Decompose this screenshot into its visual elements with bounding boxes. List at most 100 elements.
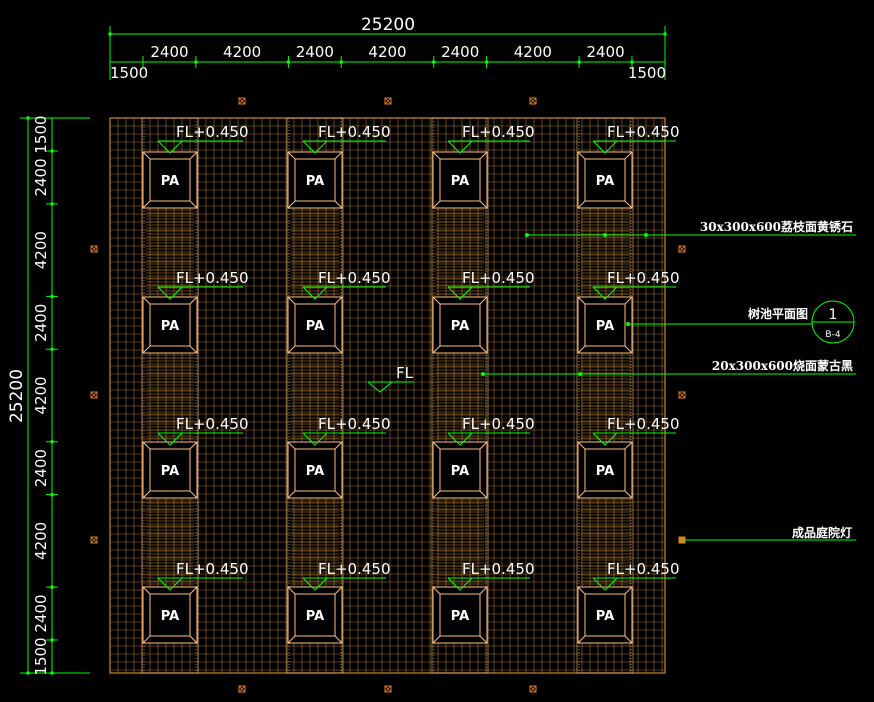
tree-pit-corner [624, 490, 633, 499]
level-label: FL+0.450 [318, 123, 391, 141]
dim-dot [50, 202, 54, 206]
tree-pit: PA [577, 441, 633, 499]
planter-label: PA [161, 319, 179, 334]
tree-pit-inner-frame [294, 593, 336, 637]
tree-pit: PA [287, 441, 343, 499]
tree-pit-corner [479, 586, 488, 595]
tree-pit-corner [432, 151, 441, 160]
tree-pit-corner [189, 200, 198, 209]
detail-sheet: B-4 [825, 330, 840, 340]
planter-label: PA [451, 174, 469, 189]
connector-hatch [581, 354, 629, 440]
tree-pit-corner [624, 586, 633, 595]
level-label: FL+0.450 [462, 560, 535, 578]
level-marker: FL+0.450 [157, 123, 249, 154]
garden-lamp-icon [678, 391, 686, 399]
planting-strip [141, 117, 199, 674]
tree-pit-corner [577, 490, 586, 499]
lamp-square [529, 97, 537, 105]
tree-pit-corner [334, 441, 343, 450]
tree-pit: PA [577, 296, 633, 354]
dim-dot [26, 116, 30, 120]
tree-pit-corner [577, 151, 586, 160]
top-end-dimension-right: 1500 [628, 64, 666, 82]
tree-pit-corner [287, 200, 296, 209]
top-segment-dimension: 4200 [368, 43, 406, 61]
dim-dot [50, 671, 54, 675]
tree-pit-corner [624, 635, 633, 644]
tree-pit-corner [479, 151, 488, 160]
level-marker: FL+0.450 [592, 123, 680, 154]
tree-pit: PA [577, 586, 633, 644]
planting-strip [286, 117, 344, 674]
tree-pit-corner [577, 200, 586, 209]
level-triangle [302, 432, 328, 446]
garden-lamp-icon [90, 391, 98, 399]
connector-hatch [436, 354, 484, 440]
tree-pit-corner [189, 490, 198, 499]
tree-pit-inner-frame [294, 158, 336, 202]
tree-pit: PA [142, 296, 198, 354]
tree-pit-corner [189, 635, 198, 644]
dim-dot [50, 585, 54, 589]
dim-dot [339, 60, 344, 64]
callout-stone-mongolia-black: 20x300x600烧面蒙古黑 [712, 358, 853, 373]
tree-pit-inner-frame [294, 448, 336, 492]
tree-pit-inner-frame [439, 448, 481, 492]
garden-lamp-icon [529, 685, 537, 693]
tree-pit-corner [142, 441, 151, 450]
connector-hatch [436, 499, 484, 585]
top-end-dimension-left: 1500 [110, 64, 148, 82]
tree-pit-corner [624, 345, 633, 354]
left-segment-dimension: 4200 [32, 522, 50, 560]
planter-label: PA [161, 609, 179, 624]
garden-lamp-icon [384, 97, 392, 105]
tree-pit-corner [479, 296, 488, 305]
planter-label: PA [451, 319, 469, 334]
lamp-square [384, 97, 392, 105]
level-label: FL+0.450 [318, 269, 391, 287]
dim-dot [431, 60, 436, 64]
dim-dot [50, 492, 54, 497]
level-marker: FL+0.450 [447, 560, 535, 591]
dim-dot [108, 32, 112, 36]
lamp-cross [238, 685, 246, 693]
top-segment-dimension: 4200 [514, 43, 552, 61]
tree-pit-corner [287, 296, 296, 305]
tree-pit-inner-frame [584, 158, 626, 202]
tree-pit-corner [142, 586, 151, 595]
dim-dot [50, 439, 54, 444]
garden-lamp-icon [238, 685, 246, 693]
tree-pit-corner [577, 345, 586, 354]
connector-hatch [291, 209, 339, 295]
dim-dot [286, 60, 291, 64]
planter-label: PA [306, 319, 324, 334]
lamp-square [678, 391, 686, 399]
planter-label: PA [596, 464, 614, 479]
level-marker: FL+0.450 [157, 269, 249, 300]
tree-pit-corner [624, 296, 633, 305]
level-marker: FL+0.450 [302, 269, 391, 300]
level-triangle [447, 577, 473, 591]
top-segment-dimension: 2400 [441, 43, 479, 61]
tree-pit: PA [287, 586, 343, 644]
level-triangle [302, 286, 328, 300]
tree-pit: PA [432, 441, 488, 499]
dim-dot [50, 149, 54, 153]
tree-pit-corner [432, 345, 441, 354]
dim-dot [194, 60, 198, 64]
tree-pit-inner-frame [584, 448, 626, 492]
tree-pit-corner [432, 586, 441, 595]
tree-pit-corner [334, 635, 343, 644]
dim-dot [630, 60, 634, 64]
tree-pit-corner [334, 296, 343, 305]
level-marker: FL+0.450 [592, 415, 680, 446]
lamp-cross [678, 245, 686, 253]
tree-pit-corner [479, 441, 488, 450]
planter-label: PA [596, 174, 614, 189]
garden-lamp-icon [384, 685, 392, 693]
level-triangle [302, 577, 328, 591]
level-triangle [592, 140, 618, 154]
